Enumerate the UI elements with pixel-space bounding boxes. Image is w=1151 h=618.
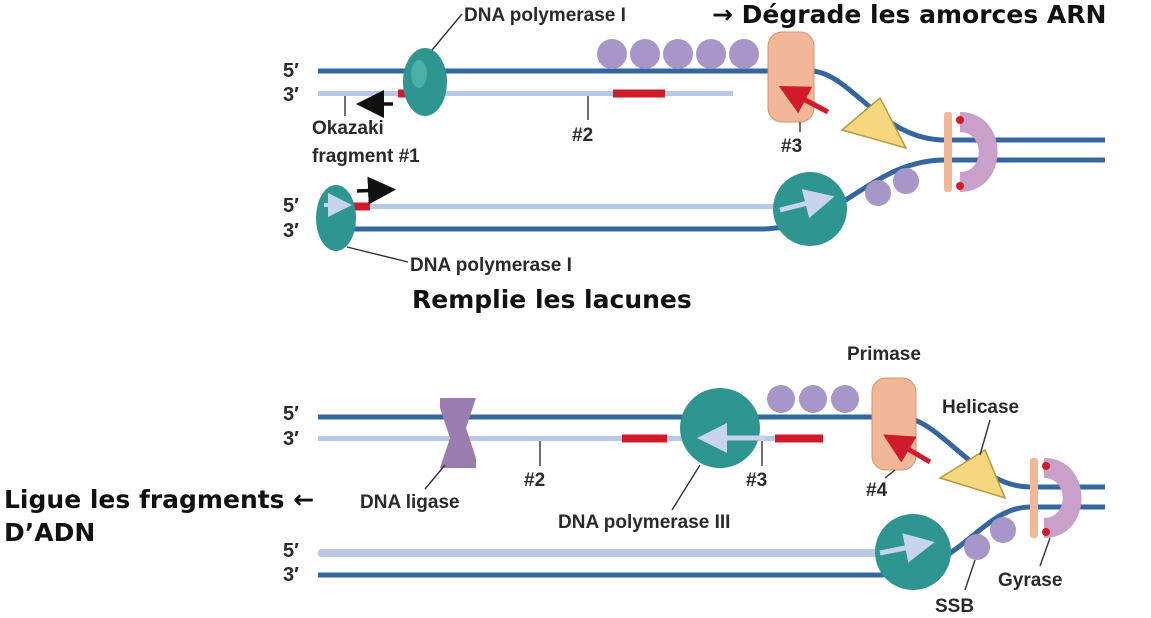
helicase [938, 448, 1007, 500]
top-panel: 5′ 3′ 5′ 3′ [283, 0, 1106, 314]
ssb-protein [990, 517, 1016, 543]
ssb-protein [964, 534, 990, 560]
label-fragment-3: #3 [746, 470, 767, 491]
rna-primer [775, 434, 823, 443]
annotation-fill-gaps: Remplie les lacunes [412, 285, 692, 314]
annotation-ligate-line2: D’ADN [4, 518, 95, 547]
label-fragment-2: #2 [524, 470, 545, 491]
lagging-new-strand [318, 436, 703, 441]
top-strand-3-end: 3′ [283, 84, 299, 106]
gyrase [960, 112, 998, 192]
leading-new-strand [318, 204, 808, 209]
bottom-strand-5-end: 5′ [283, 195, 299, 217]
primase [767, 31, 815, 123]
label-dna-polymerase-iii: DNA polymerase III [558, 512, 730, 533]
direction-arrow [356, 176, 396, 205]
helicase [840, 96, 908, 150]
rna-primer [344, 202, 370, 211]
dna-polymerase-i [316, 185, 356, 251]
ssb-protein [729, 39, 759, 69]
label-dna-ligase: DNA ligase [360, 492, 460, 513]
top-strand-5-end: 5′ [283, 403, 299, 425]
bottom-panel: 5′ 3′ 5′ 3′ [4, 344, 1105, 617]
ssb-protein [767, 385, 795, 413]
lagging-new-strand [318, 91, 733, 96]
bottom-strand-3-end: 3′ [283, 564, 299, 586]
ssb-protein [663, 39, 693, 69]
ssb-protein [893, 168, 919, 194]
label-dna-polymerase-i-bottom: DNA polymerase I [410, 255, 572, 276]
label-primase: Primase [847, 344, 921, 365]
dna-polymerase-iii [680, 388, 760, 468]
top-strand-3-end: 3′ [283, 428, 299, 450]
ssb-protein [799, 385, 827, 413]
top-strand-5-end: 5′ [283, 60, 299, 82]
label-dna-polymerase-i-top: DNA polymerase I [464, 5, 626, 26]
annotation-degrade-rna-primers: → Dégrade les amorces ARN [712, 0, 1106, 29]
leading-new-strand [318, 549, 896, 557]
label-helicase: Helicase [942, 397, 1019, 418]
ssb-protein [696, 39, 726, 69]
lagging-template-strand [318, 68, 1105, 143]
ssb-protein [831, 385, 859, 413]
annotation-ligate-line1: Ligue les fragments ← [4, 485, 314, 514]
bottom-strand-3-end: 3′ [283, 220, 299, 242]
bottom-strand-5-end: 5′ [283, 540, 299, 562]
ssb-protein [865, 180, 891, 206]
ssb-protein [630, 39, 660, 69]
rna-primer [613, 89, 665, 98]
label-okazaki-line1: Okazaki [312, 118, 384, 139]
gyrase [1044, 458, 1082, 538]
primase [871, 377, 917, 471]
label-fragment-2: #2 [572, 125, 593, 146]
dna-ligase [440, 398, 476, 468]
ssb-protein [597, 39, 627, 69]
label-gyrase: Gyrase [998, 570, 1062, 591]
primer-synthesis-arrow [883, 434, 932, 465]
primer-synthesis-arrow [778, 85, 830, 115]
rna-primer [622, 434, 667, 443]
label-okazaki-line2: fragment #1 [312, 146, 420, 167]
label-fragment-3: #3 [781, 136, 802, 157]
label-ssb: SSB [935, 596, 974, 617]
label-fragment-4: #4 [866, 480, 888, 501]
